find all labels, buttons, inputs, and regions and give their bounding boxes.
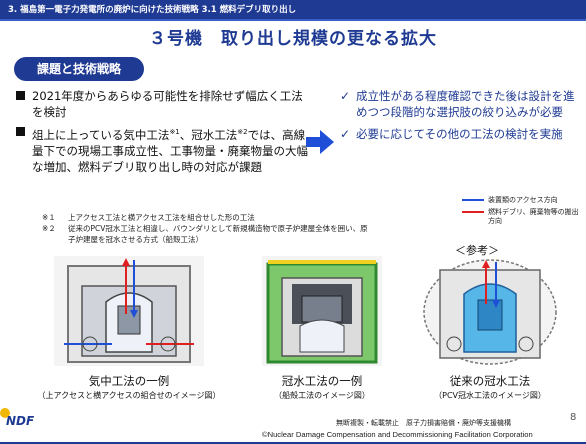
- blue-arrow-icon: [462, 199, 484, 201]
- left-bullet-1: 2021年度からあらゆる可能性を排除せず幅広く工法を検討: [14, 88, 309, 120]
- footnote-2-text: 従来のPCV冠水工法と相違し、バウンダリとして新規構造物で原子炉建屋全体を囲い、…: [68, 224, 368, 244]
- footnote-2-mark: ※２: [42, 224, 56, 233]
- footnotes: ※１ 上アクセス工法と横アクセス工法を組合せした形の工法 ※２ 従来のPCV冠水…: [42, 212, 372, 245]
- footnote-1-mark: ※１: [42, 213, 56, 222]
- breadcrumb: 3. 福島第一電子力発電所の廃炉に向けた技術戦略 3.1 燃料デブリ取り出し: [8, 5, 297, 15]
- square-bullet-icon: [16, 91, 25, 100]
- footer-copyright: ©Nuclear Damage Compensation and Decommi…: [262, 430, 533, 439]
- left-bullet-2-part3: では、高線量下での現場工事成立性、工事物量・廃棄物量の大幅な増加、燃料デブリ取り…: [32, 127, 308, 174]
- reference-label: ＜参考＞: [455, 244, 499, 257]
- footnote-2: ※２ 従来のPCV冠水工法と相違し、バウンダリとして新規構造物で原子炉建屋全体を…: [42, 223, 372, 245]
- ndf-logo: NDF: [6, 414, 35, 428]
- logo-mark-icon: [0, 408, 10, 418]
- square-bullet-icon: [16, 127, 25, 136]
- footer-notice: 無断複製・転載禁止 原子力損害賠償・廃炉等支援機構: [336, 419, 511, 427]
- left-bullet-2: 俎上に上っている気中工法※1、冠水工法※2では、高線量下での現場工事成立性、工事…: [14, 124, 309, 175]
- bottom-divider: [0, 442, 586, 444]
- pcv-flooding-diagram: [423, 259, 557, 365]
- air-method-title: 気中工法の一例: [88, 374, 170, 388]
- right-bullet-list: ✓ 成立性がある程度確認できた後は設計を進めつつ段階的な選択肢の絞り込みが必要 …: [340, 88, 580, 148]
- legend-access: 装置類のアクセス方向: [462, 196, 580, 205]
- pcv-flooding-title: 従来の冠水工法: [449, 374, 531, 388]
- left-bullet-2-part2: 、冠水工法: [179, 127, 238, 142]
- legend-access-label: 装置類のアクセス方向: [488, 196, 558, 204]
- right-bullet-2: ✓ 必要に応じてその他の工法の検討を実施: [340, 126, 580, 142]
- left-bullet-1-text: 2021年度からあらゆる可能性を排除せず幅広く工法を検討: [32, 89, 303, 119]
- red-arrow-icon: [462, 211, 484, 213]
- right-arrow-icon: [306, 130, 334, 154]
- left-bullet-2-part1: 俎上に上っている気中工法: [32, 127, 170, 142]
- arrow-legend: 装置類のアクセス方向 燃料デブリ、廃棄物等の搬出方向: [462, 196, 580, 229]
- flooding-method-title: 冠水工法の一例: [281, 374, 363, 388]
- page-number: 8: [570, 412, 577, 423]
- legend-removal-label: 燃料デブリ、廃棄物等の搬出方向: [488, 208, 579, 225]
- right-bullet-1-text: 成立性がある程度確認できた後は設計を進めつつ段階的な選択肢の絞り込みが必要: [356, 89, 575, 119]
- section-label: 課題と技術戦略: [14, 57, 144, 81]
- right-bullet-1: ✓ 成立性がある程度確認できた後は設計を進めつつ段階的な選択肢の絞り込みが必要: [340, 88, 580, 120]
- air-method-subtitle: （上アクセスと横アクセスの組合せのイメージ図）: [37, 391, 221, 400]
- footnote-ref-2: ※2: [237, 128, 248, 136]
- footnote-1-text: 上アクセス工法と横アクセス工法を組合せした形の工法: [68, 213, 255, 222]
- air-method-diagram: [54, 256, 204, 366]
- left-bullet-list: 2021年度からあらゆる可能性を排除せず幅広く工法を検討 俎上に上っている気中工…: [14, 88, 309, 179]
- right-bullet-2-text: 必要に応じてその他の工法の検討を実施: [356, 127, 563, 141]
- flooding-method-subtitle: （船殻工法のイメージ図）: [274, 391, 370, 400]
- flooding-method-diagram: [262, 256, 382, 366]
- footnote-1: ※１ 上アクセス工法と横アクセス工法を組合せした形の工法: [42, 212, 372, 223]
- pcv-flooding-subtitle: （PCV冠水工法のイメージ図）: [434, 391, 546, 400]
- header-bar: 3. 福島第一電子力発電所の廃炉に向けた技術戦略 3.1 燃料デブリ取り出し: [0, 0, 586, 21]
- check-icon: ✓: [340, 89, 351, 103]
- page-title: ３号機 取り出し規模の更なる拡大: [149, 29, 437, 49]
- legend-removal: 燃料デブリ、廃棄物等の搬出方向: [462, 208, 580, 226]
- check-icon: ✓: [340, 127, 351, 141]
- footnote-ref-1: ※1: [169, 128, 180, 136]
